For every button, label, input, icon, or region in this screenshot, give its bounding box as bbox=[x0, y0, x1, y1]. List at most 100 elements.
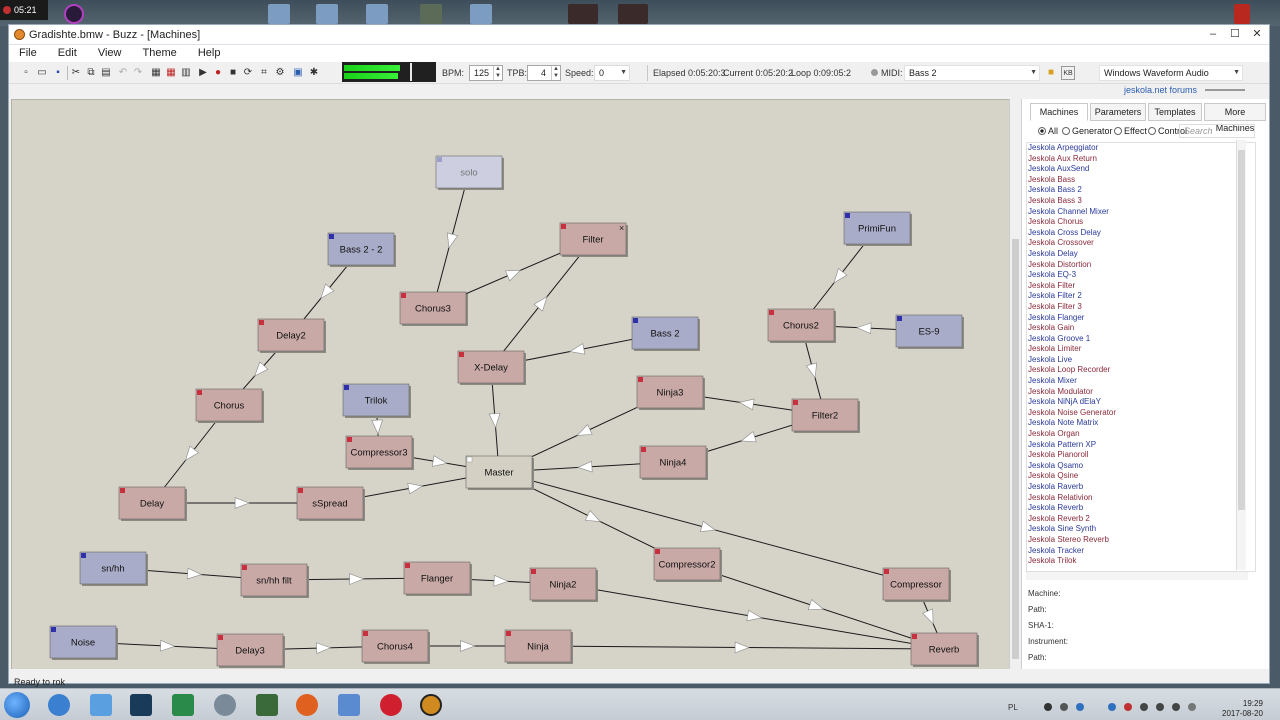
tray-icon[interactable] bbox=[1044, 703, 1052, 711]
taskbar-app-icon[interactable] bbox=[338, 694, 360, 716]
zoom-slider[interactable] bbox=[1205, 89, 1245, 91]
machine-list-item[interactable]: Jeskola Channel Mixer bbox=[1028, 206, 1109, 216]
loop-icon[interactable]: ⟳ bbox=[243, 67, 253, 78]
machine-led-icon[interactable] bbox=[329, 234, 334, 239]
machine-led-icon[interactable] bbox=[531, 569, 536, 574]
cut-icon[interactable]: ✂ bbox=[71, 67, 81, 78]
connection-arrow-icon[interactable] bbox=[577, 460, 593, 473]
taskbar-buzz-icon[interactable] bbox=[420, 694, 442, 716]
taskbar-app-icon[interactable] bbox=[214, 694, 236, 716]
machine-led-icon[interactable] bbox=[466, 456, 473, 463]
undo-icon[interactable]: ↶ bbox=[118, 67, 128, 78]
menu-theme[interactable]: Theme bbox=[142, 47, 177, 59]
machine-box[interactable] bbox=[345, 435, 413, 469]
machine-bass2[interactable]: Bass 2 bbox=[631, 316, 700, 351]
machine-list-item[interactable]: Jeskola Modulator bbox=[1028, 386, 1093, 396]
connection-arrow-icon[interactable] bbox=[446, 232, 459, 249]
machine-box[interactable] bbox=[882, 567, 950, 601]
machine-list-item[interactable]: Jeskola Distortion bbox=[1028, 259, 1092, 269]
machine-list-item[interactable]: Jeskola Qsamo bbox=[1028, 460, 1084, 470]
connection-arrow-icon[interactable] bbox=[493, 574, 509, 587]
machine-box[interactable] bbox=[910, 632, 978, 666]
machine-led-icon[interactable] bbox=[845, 213, 850, 218]
desktop-file-icon[interactable] bbox=[470, 4, 492, 24]
machine-list-item[interactable]: Jeskola Reverb bbox=[1028, 503, 1084, 513]
machine-led-icon[interactable] bbox=[506, 631, 511, 636]
desktop-file-icon[interactable] bbox=[366, 4, 388, 24]
machine-snhhfilt[interactable]: sn/hh filt bbox=[240, 563, 309, 598]
menu-file[interactable]: File bbox=[19, 47, 37, 59]
machine-snhh[interactable]: sn/hh bbox=[79, 551, 148, 586]
machine-list-item[interactable]: Jeskola Limiter bbox=[1028, 344, 1082, 354]
machine-box[interactable] bbox=[403, 561, 471, 595]
machine-box[interactable] bbox=[296, 486, 364, 520]
connection-arrow-icon[interactable] bbox=[576, 424, 593, 436]
speed-select[interactable]: 0 ▼ bbox=[594, 65, 630, 81]
machine-box[interactable] bbox=[457, 350, 525, 384]
paste-icon[interactable]: ▤ bbox=[101, 67, 111, 78]
desktop-video-icon[interactable] bbox=[618, 4, 648, 24]
new-file-icon[interactable]: ▫ bbox=[24, 67, 28, 78]
machine-list-item[interactable]: Jeskola Pattern XP bbox=[1028, 439, 1097, 449]
tools-icon[interactable]: ✱ bbox=[309, 67, 319, 78]
machine-trilok[interactable]: Trilok bbox=[342, 383, 411, 418]
machine-list-item[interactable]: Jeskola Groove 1 bbox=[1028, 333, 1091, 343]
taskbar-browser-icon[interactable] bbox=[48, 694, 70, 716]
machine-box[interactable] bbox=[195, 388, 263, 422]
midi-select[interactable]: Bass 2 ▼ bbox=[904, 65, 1040, 81]
filter-generator[interactable]: Generator bbox=[1062, 126, 1113, 136]
machine-filter[interactable]: Filter× bbox=[559, 222, 628, 257]
machine-led-icon[interactable] bbox=[218, 635, 223, 640]
open-file-icon[interactable]: ▭ bbox=[37, 67, 47, 78]
machine-list-item[interactable]: Jeskola AuxSend bbox=[1028, 164, 1090, 174]
machine-compressor[interactable]: Compressor bbox=[882, 567, 951, 602]
machine-list-item[interactable]: Jeskola EQ-3 bbox=[1028, 270, 1077, 280]
connection-arrow-icon[interactable] bbox=[160, 639, 176, 652]
machine-list-item[interactable]: Jeskola Mixer bbox=[1028, 376, 1077, 386]
desktop-file-icon[interactable] bbox=[268, 4, 290, 24]
connection-arrow-icon[interactable] bbox=[922, 608, 934, 625]
machine-list-item[interactable]: Jeskola Relativion bbox=[1028, 492, 1093, 502]
machine-list-item[interactable]: Jeskola Pianoroll bbox=[1028, 450, 1089, 460]
connection-arrow-icon[interactable] bbox=[407, 482, 424, 495]
connection-arrow-icon[interactable] bbox=[371, 419, 383, 435]
filter-control[interactable]: Control bbox=[1148, 126, 1187, 136]
machine-box[interactable] bbox=[327, 232, 395, 266]
connection-arrow-icon[interactable] bbox=[504, 270, 522, 282]
connection-arrow-icon[interactable] bbox=[316, 642, 332, 655]
machine-led-icon[interactable] bbox=[347, 437, 352, 442]
connection-arrow-icon[interactable] bbox=[699, 520, 717, 533]
minimize-icon[interactable]: – bbox=[1209, 28, 1217, 40]
machine-led-icon[interactable] bbox=[884, 569, 889, 574]
scroll-thumb[interactable] bbox=[1238, 150, 1245, 510]
machine-box[interactable] bbox=[767, 308, 835, 342]
desktop-file-icon[interactable] bbox=[316, 4, 338, 24]
taskbar-firefox-icon[interactable] bbox=[296, 694, 318, 716]
close-icon[interactable]: × bbox=[619, 223, 624, 233]
machine-list-item[interactable]: Jeskola Bass bbox=[1028, 174, 1076, 184]
machine-list-item[interactable]: Jeskola Filter 2 bbox=[1028, 291, 1082, 301]
desktop-file-icon[interactable] bbox=[420, 4, 442, 24]
machine-box[interactable] bbox=[631, 316, 699, 350]
close-icon[interactable]: ✕ bbox=[1252, 28, 1262, 40]
desktop-tool-icon[interactable] bbox=[1234, 4, 1250, 24]
machine-led-icon[interactable] bbox=[363, 631, 368, 636]
machine-led-icon[interactable] bbox=[638, 377, 643, 382]
machine-led-icon[interactable] bbox=[298, 488, 303, 493]
machine-delay[interactable]: Delay bbox=[118, 486, 187, 521]
wave-table-icon[interactable]: ⌗ bbox=[261, 67, 267, 78]
language-indicator[interactable]: PL bbox=[1008, 703, 1018, 712]
desktop-video-icon[interactable] bbox=[568, 4, 598, 24]
connection-arrow-icon[interactable] bbox=[584, 510, 601, 522]
connection-arrow-icon[interactable] bbox=[186, 567, 203, 580]
panel-splitter-scrollbar[interactable] bbox=[1009, 99, 1021, 681]
machine-list-item[interactable]: Jeskola Gain bbox=[1028, 323, 1075, 333]
machine-bass22[interactable]: Bass 2 - 2 bbox=[327, 232, 396, 267]
machine-box[interactable] bbox=[435, 155, 503, 189]
tray-icon[interactable] bbox=[1140, 703, 1148, 711]
tpb-input[interactable]: 4 ▲▼ bbox=[527, 65, 561, 81]
machine-ninja[interactable]: Ninja bbox=[504, 629, 573, 664]
